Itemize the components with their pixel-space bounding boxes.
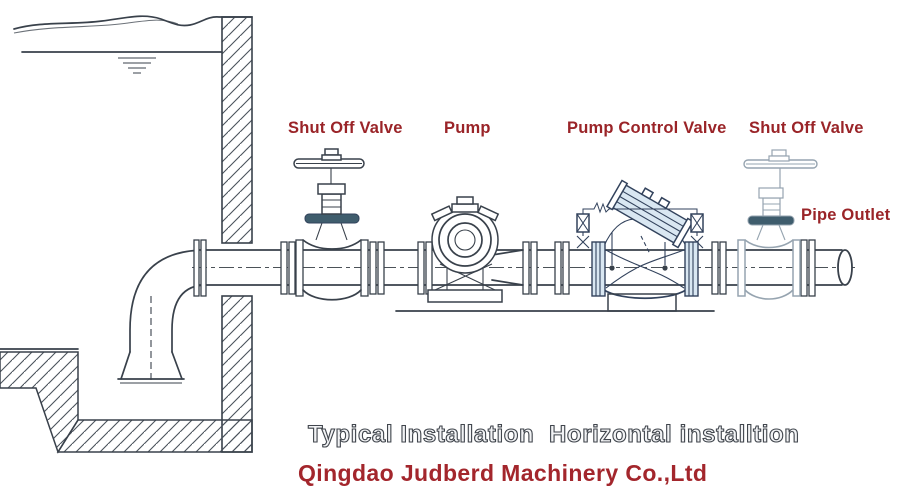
gate-valve-right xyxy=(737,149,818,300)
pump-baseplate xyxy=(427,289,503,303)
pump-top-port xyxy=(451,203,479,213)
label-pipe-outlet: Pipe Outlet xyxy=(801,206,891,224)
gland-flange xyxy=(304,213,360,224)
suction-pipe-elbow xyxy=(117,249,207,384)
pilot-tubing xyxy=(582,201,698,214)
ground-surface-line xyxy=(13,15,253,34)
gland-flange xyxy=(747,215,795,226)
pipe-flanges xyxy=(193,239,816,297)
concrete-wall-hatched xyxy=(221,16,253,453)
caption-horizontal-installation: Horizontal installtion xyxy=(548,420,800,448)
pump-assembly xyxy=(427,196,524,303)
pump-control-valve xyxy=(576,179,704,312)
label-shut-off-valve-right: Shut Off Valve xyxy=(749,119,864,137)
pilot-valve-left xyxy=(576,213,590,249)
water-level-symbol xyxy=(118,57,156,74)
label-pump: Pump xyxy=(444,119,491,137)
pipe-outlet-opening xyxy=(837,249,853,286)
gate-valve-left xyxy=(293,148,369,301)
label-pump-control-valve: Pump Control Valve xyxy=(567,119,727,137)
label-shut-off-valve-left: Shut Off Valve xyxy=(288,119,403,137)
caption-typical-installation: Typical Installation xyxy=(307,420,535,448)
company-name: Qingdao Judberd Machinery Co.,Ltd xyxy=(298,460,708,486)
sump-pit-structure xyxy=(0,348,253,454)
inclined-bonnet xyxy=(605,179,695,249)
valve-support-base xyxy=(607,293,677,312)
water-level-line xyxy=(21,51,223,74)
